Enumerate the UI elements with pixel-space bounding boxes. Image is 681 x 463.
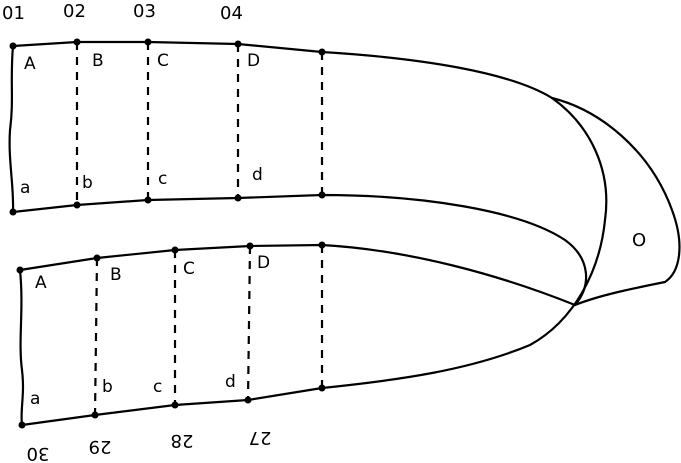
bottom-number-30: 30: [27, 443, 50, 463]
fold-label-O: O: [632, 230, 646, 251]
vertex-dot: [16, 266, 24, 274]
vertex-dot: [73, 38, 81, 46]
top-label-D: D: [247, 51, 260, 71]
vertex-dot: [318, 48, 326, 56]
top-number-03: 03: [133, 1, 156, 22]
top-number-04: 04: [220, 3, 243, 24]
bottom-label-a: a: [30, 389, 40, 409]
vertex-dot: [18, 421, 26, 429]
vertex-dot: [9, 42, 17, 50]
bottom-strip-left-edge: [18, 268, 25, 427]
bottom-label-C: C: [183, 259, 195, 279]
top-number-02: 02: [63, 1, 86, 22]
bottom-label-B: B: [110, 265, 122, 285]
top-strip-upper-edge: [11, 40, 608, 222]
vertex-dot: [318, 241, 326, 249]
bottom-label-c: c: [153, 377, 162, 397]
top-label-C: C: [157, 51, 169, 71]
vertex-dot: [171, 246, 179, 254]
bottom-strip-upper-edge: [18, 243, 577, 307]
bottom-number-29: 29: [89, 436, 112, 457]
bottom-label-A: A: [35, 273, 47, 293]
top-label-c: c: [158, 169, 167, 189]
top-strip-left-edge: [8, 44, 15, 214]
bottom-fold-line-d: [246, 245, 252, 401]
bottom-number-27: 27: [249, 427, 272, 448]
bottom-number-28: 28: [171, 430, 194, 451]
vertex-dot: [9, 208, 17, 216]
vertex-dot: [171, 401, 179, 409]
top-label-d: d: [252, 165, 263, 185]
top-number-01: 01: [2, 3, 25, 24]
fold-cap-outer: [550, 96, 681, 307]
bottom-label-D: D: [257, 253, 270, 273]
top-label-B: B: [92, 51, 104, 71]
vertex-dot: [91, 411, 99, 419]
vertex-dot: [73, 201, 81, 209]
top-label-A: A: [24, 54, 36, 74]
vertex-dot: [318, 384, 326, 392]
vertex-dot: [246, 242, 254, 250]
fold-cap-inner: [528, 218, 607, 347]
top-strip-lower-edge: [11, 193, 588, 307]
top-label-b: b: [82, 173, 93, 193]
vertex-dot: [144, 38, 152, 46]
vertex-dot: [93, 254, 101, 262]
bottom-fold-line-b: [93, 257, 99, 416]
vertex-dot: [318, 191, 326, 199]
bottom-label-b: b: [102, 377, 113, 397]
bottom-label-d: d: [225, 372, 236, 392]
bottom-strip-lower-edge: [20, 343, 532, 427]
top-label-a: a: [20, 178, 30, 198]
vertex-dot: [144, 196, 152, 204]
vertex-dot: [244, 396, 252, 404]
vertex-dot: [234, 40, 242, 48]
vertex-dot: [234, 194, 242, 202]
